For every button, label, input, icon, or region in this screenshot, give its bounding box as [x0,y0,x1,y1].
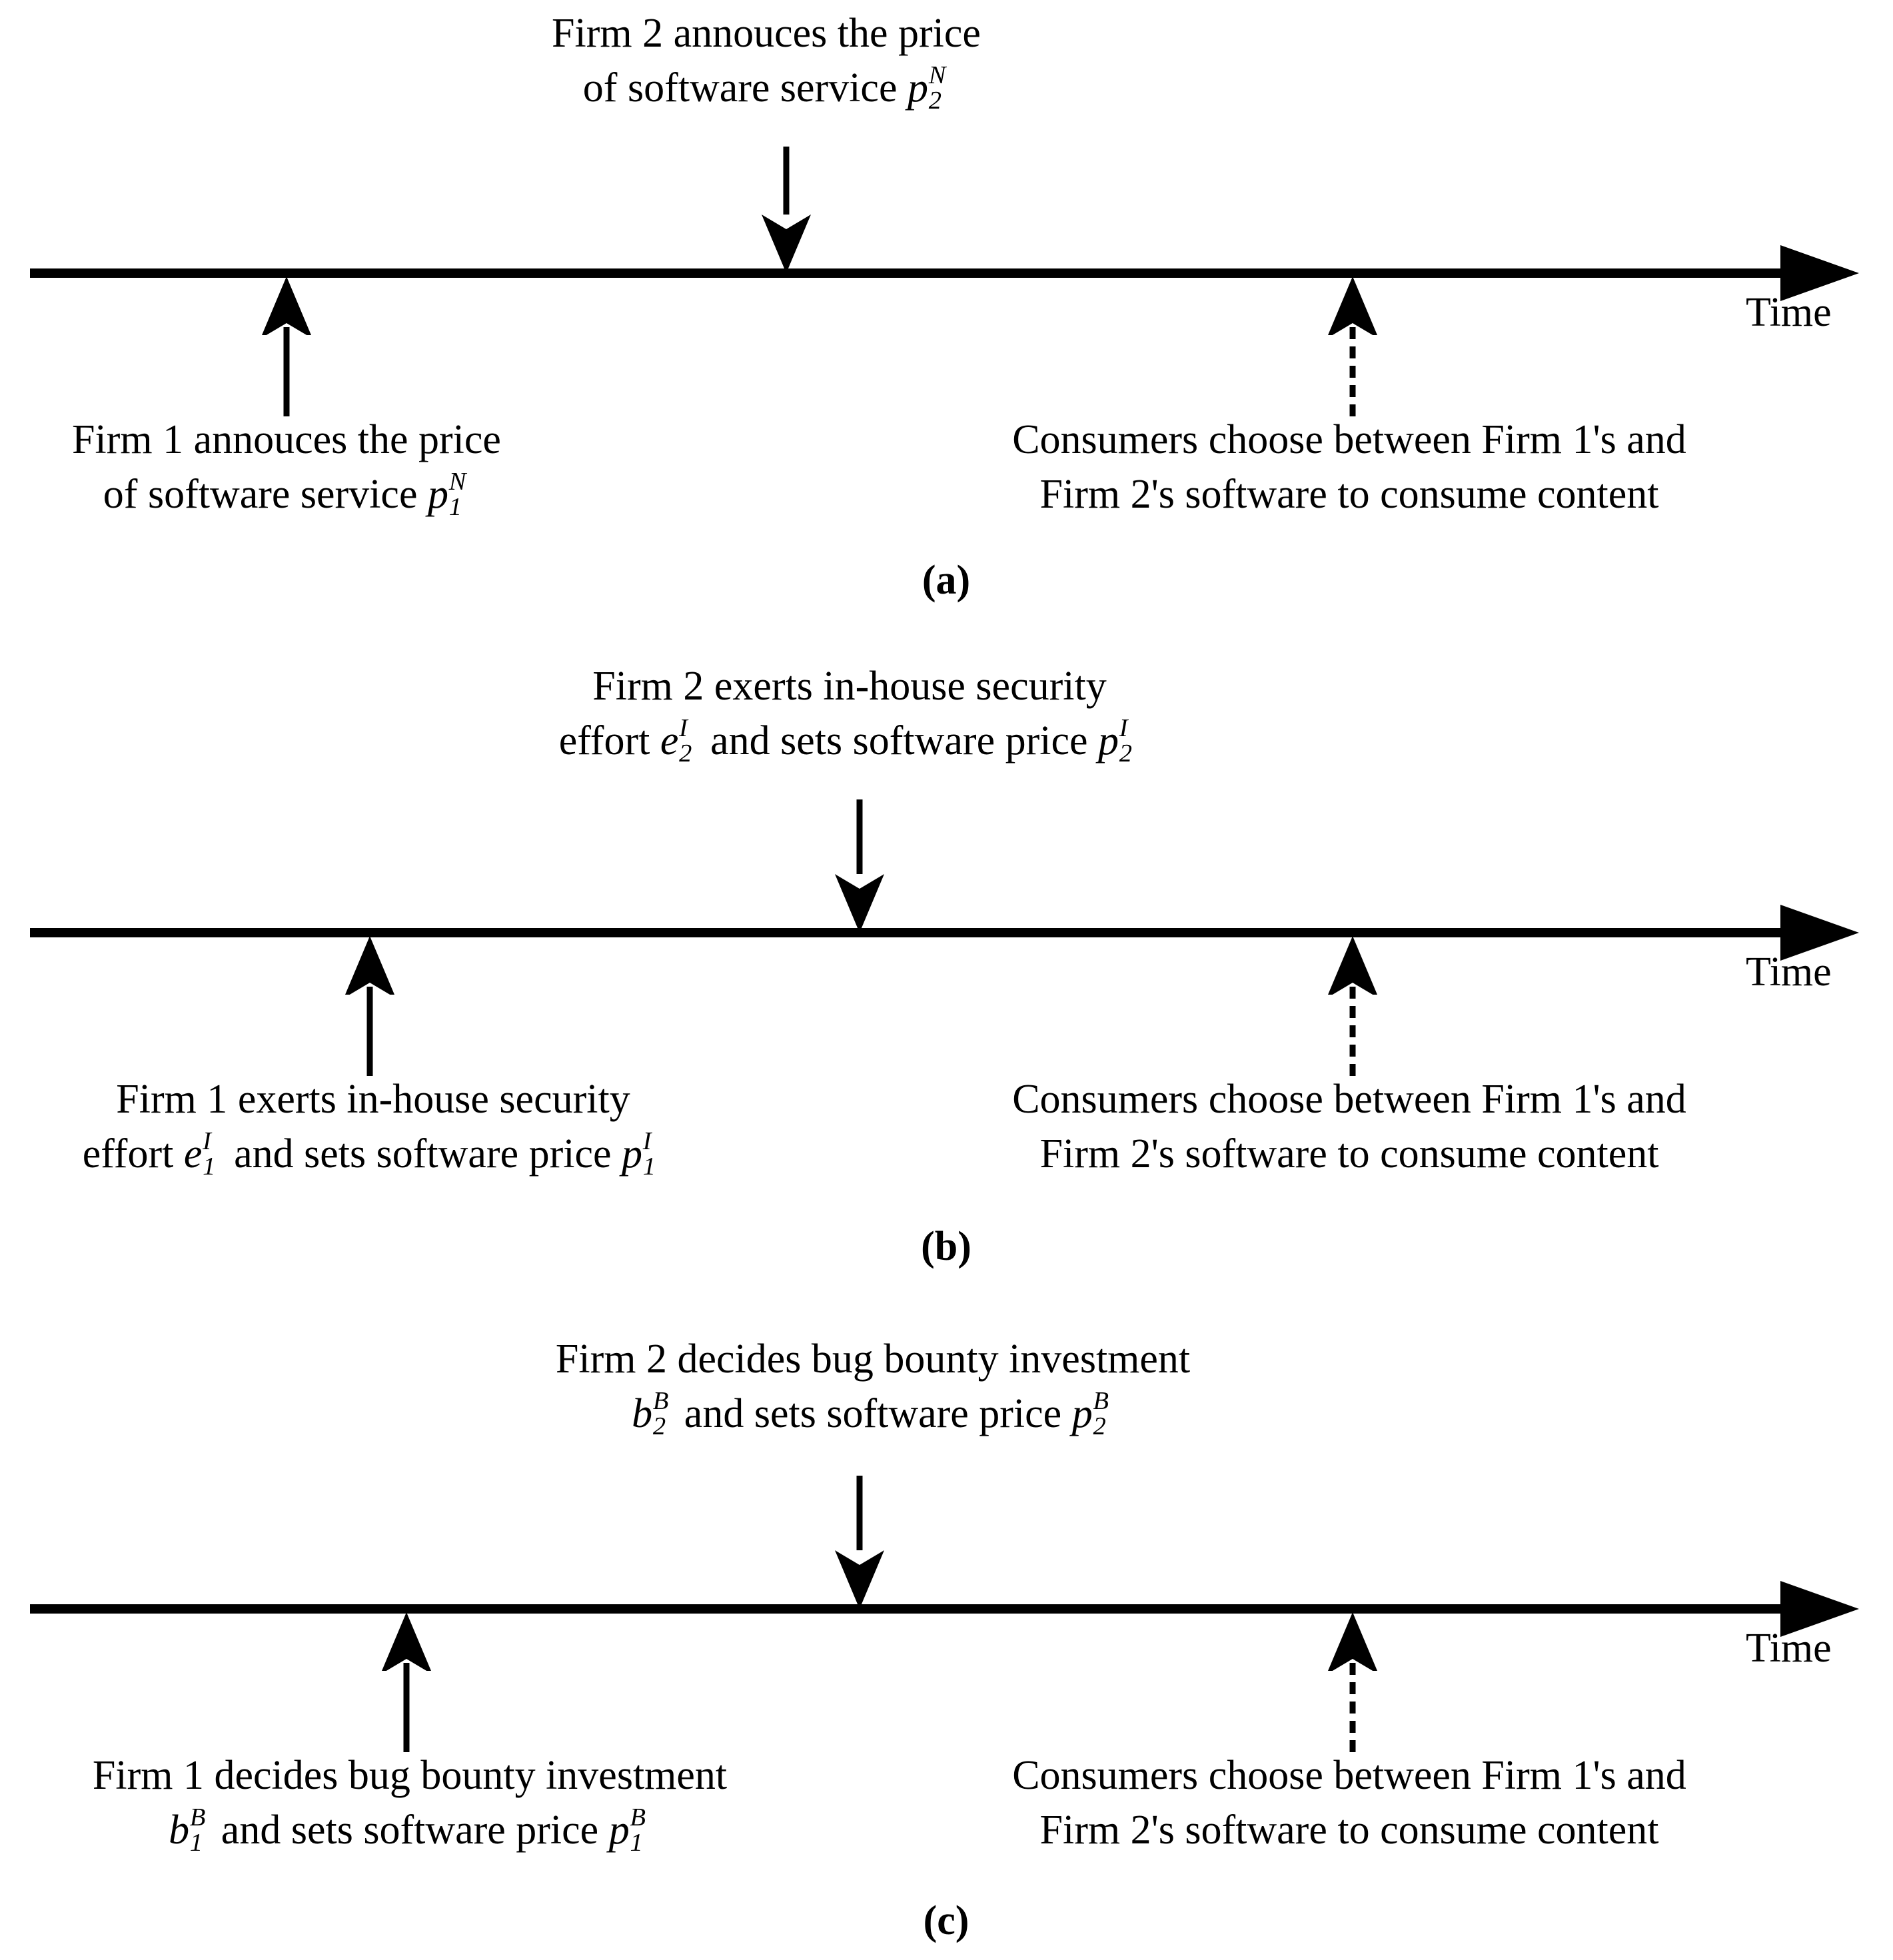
firm2-event-arrow-b [833,799,886,933]
panel-b: Firm 2 exerts in-house security effort e… [0,653,1893,1319]
panel-a-bottom-left-caption: Firm 1 annouces the price of software se… [7,413,566,522]
caption-line: Firm 1 exerts in-house security [116,1077,630,1122]
caption-line: Firm 1 annouces the price [72,417,501,462]
panel-a-top-caption: Firm 2 annouces the price of software se… [513,7,1019,116]
caption-text: of software service [103,471,428,517]
consumers-event-arrow-b [1326,936,1379,1076]
arrow-shaft [366,987,373,1076]
caption-line: Firm 2's software to consume content [1039,1131,1659,1177]
timeline-axis-a: Time [0,233,1893,333]
caption-line: Firm 1 decides bug bounty investment [92,1753,728,1798]
caption-text: and sets software price [674,1390,1072,1436]
caption-line: Consumers choose between Firm 1's and [1012,1077,1686,1122]
panel-a: Firm 2 annouces the price of software se… [0,0,1893,633]
math-symbol: b [632,1390,653,1436]
arrow-head-up-icon [1328,1612,1377,1674]
panel-b-bottom-right-caption: Consumers choose between Firm 1's and Fi… [933,1073,1766,1182]
panel-label-a: (a) [922,558,971,603]
caption-text: and sets software price [223,1131,622,1177]
panel-label-c: (c) [923,1898,969,1943]
arrow-head-up-icon [382,1612,431,1674]
caption-text: effort [558,718,660,763]
arrow-shaft [856,1476,863,1556]
axis-arrow-head-icon [1780,245,1859,301]
arrow-shaft [403,1663,410,1752]
caption-line: Consumers choose between Firm 1's and [1012,417,1686,462]
arrow-head-up-icon [345,936,394,997]
math-symbol: e [183,1131,203,1177]
math-symbol: p [1098,718,1119,763]
caption-line: Firm 2's software to consume content [1039,471,1659,517]
axis-arrow-head-icon [1780,905,1859,961]
axis-time-label: Time [1746,949,1832,995]
math-symbol: b [169,1807,190,1853]
arrow-shaft [283,327,290,416]
math-symbol: p [1071,1390,1093,1436]
caption-text: effort [82,1131,184,1177]
consumers-event-arrow-a [1326,276,1379,416]
caption-line: Firm 2 decides bug bounty investment [555,1336,1191,1382]
caption-text: and sets software price [700,718,1098,763]
arrow-head-down-icon [835,874,884,933]
math-symbol: p [622,1131,642,1177]
panel-c-bottom-right-caption: Consumers choose between Firm 1's and Fi… [933,1749,1766,1858]
arrow-shaft-dashed [1349,327,1356,416]
arrow-shaft-dashed [1349,987,1356,1076]
caption-text: and sets software price [211,1807,609,1853]
caption-line: Firm 2's software to consume content [1039,1807,1659,1853]
panel-b-top-caption: Firm 2 exerts in-house security effort e… [493,660,1206,769]
panel-a-bottom-right-caption: Consumers choose between Firm 1's and Fi… [933,413,1766,522]
arrow-shaft-dashed [1349,1663,1356,1752]
caption-line: Firm 2 exerts in-house security [592,664,1107,709]
math-symbol: p [427,471,448,517]
axis-line [30,268,1792,278]
arrow-head-down-icon [835,1550,884,1609]
caption-text: of software service [582,65,908,111]
firm2-event-arrow-c [833,1476,886,1609]
axis-line [30,928,1792,937]
timeline-axis-c: Time [0,1569,1893,1669]
timeline-axis-b: Time [0,893,1893,993]
math-symbol: e [660,718,679,763]
arrow-head-up-icon [262,276,311,338]
caption-line: Firm 2 annouces the price [552,11,981,56]
panel-b-bottom-left-caption: Firm 1 exerts in-house security effort e… [7,1073,740,1182]
math-symbol: p [907,65,928,111]
firm1-event-arrow-a [260,276,313,416]
arrow-shaft [783,147,790,220]
axis-time-label: Time [1746,1626,1832,1671]
arrow-head-up-icon [1328,936,1377,997]
panel-label-b: (b) [921,1224,971,1269]
math-symbol: p [608,1807,630,1853]
axis-time-label: Time [1746,290,1832,335]
caption-line: Consumers choose between Firm 1's and [1012,1753,1686,1798]
axis-arrow-head-icon [1780,1581,1859,1637]
arrow-head-up-icon [1328,276,1377,338]
consumers-event-arrow-c [1326,1612,1379,1752]
firm2-event-arrow-a [760,147,813,273]
firm1-event-arrow-c [380,1612,433,1752]
axis-line [30,1604,1792,1614]
arrow-shaft [856,799,863,879]
arrow-head-down-icon [762,215,811,273]
firm1-event-arrow-b [343,936,396,1076]
